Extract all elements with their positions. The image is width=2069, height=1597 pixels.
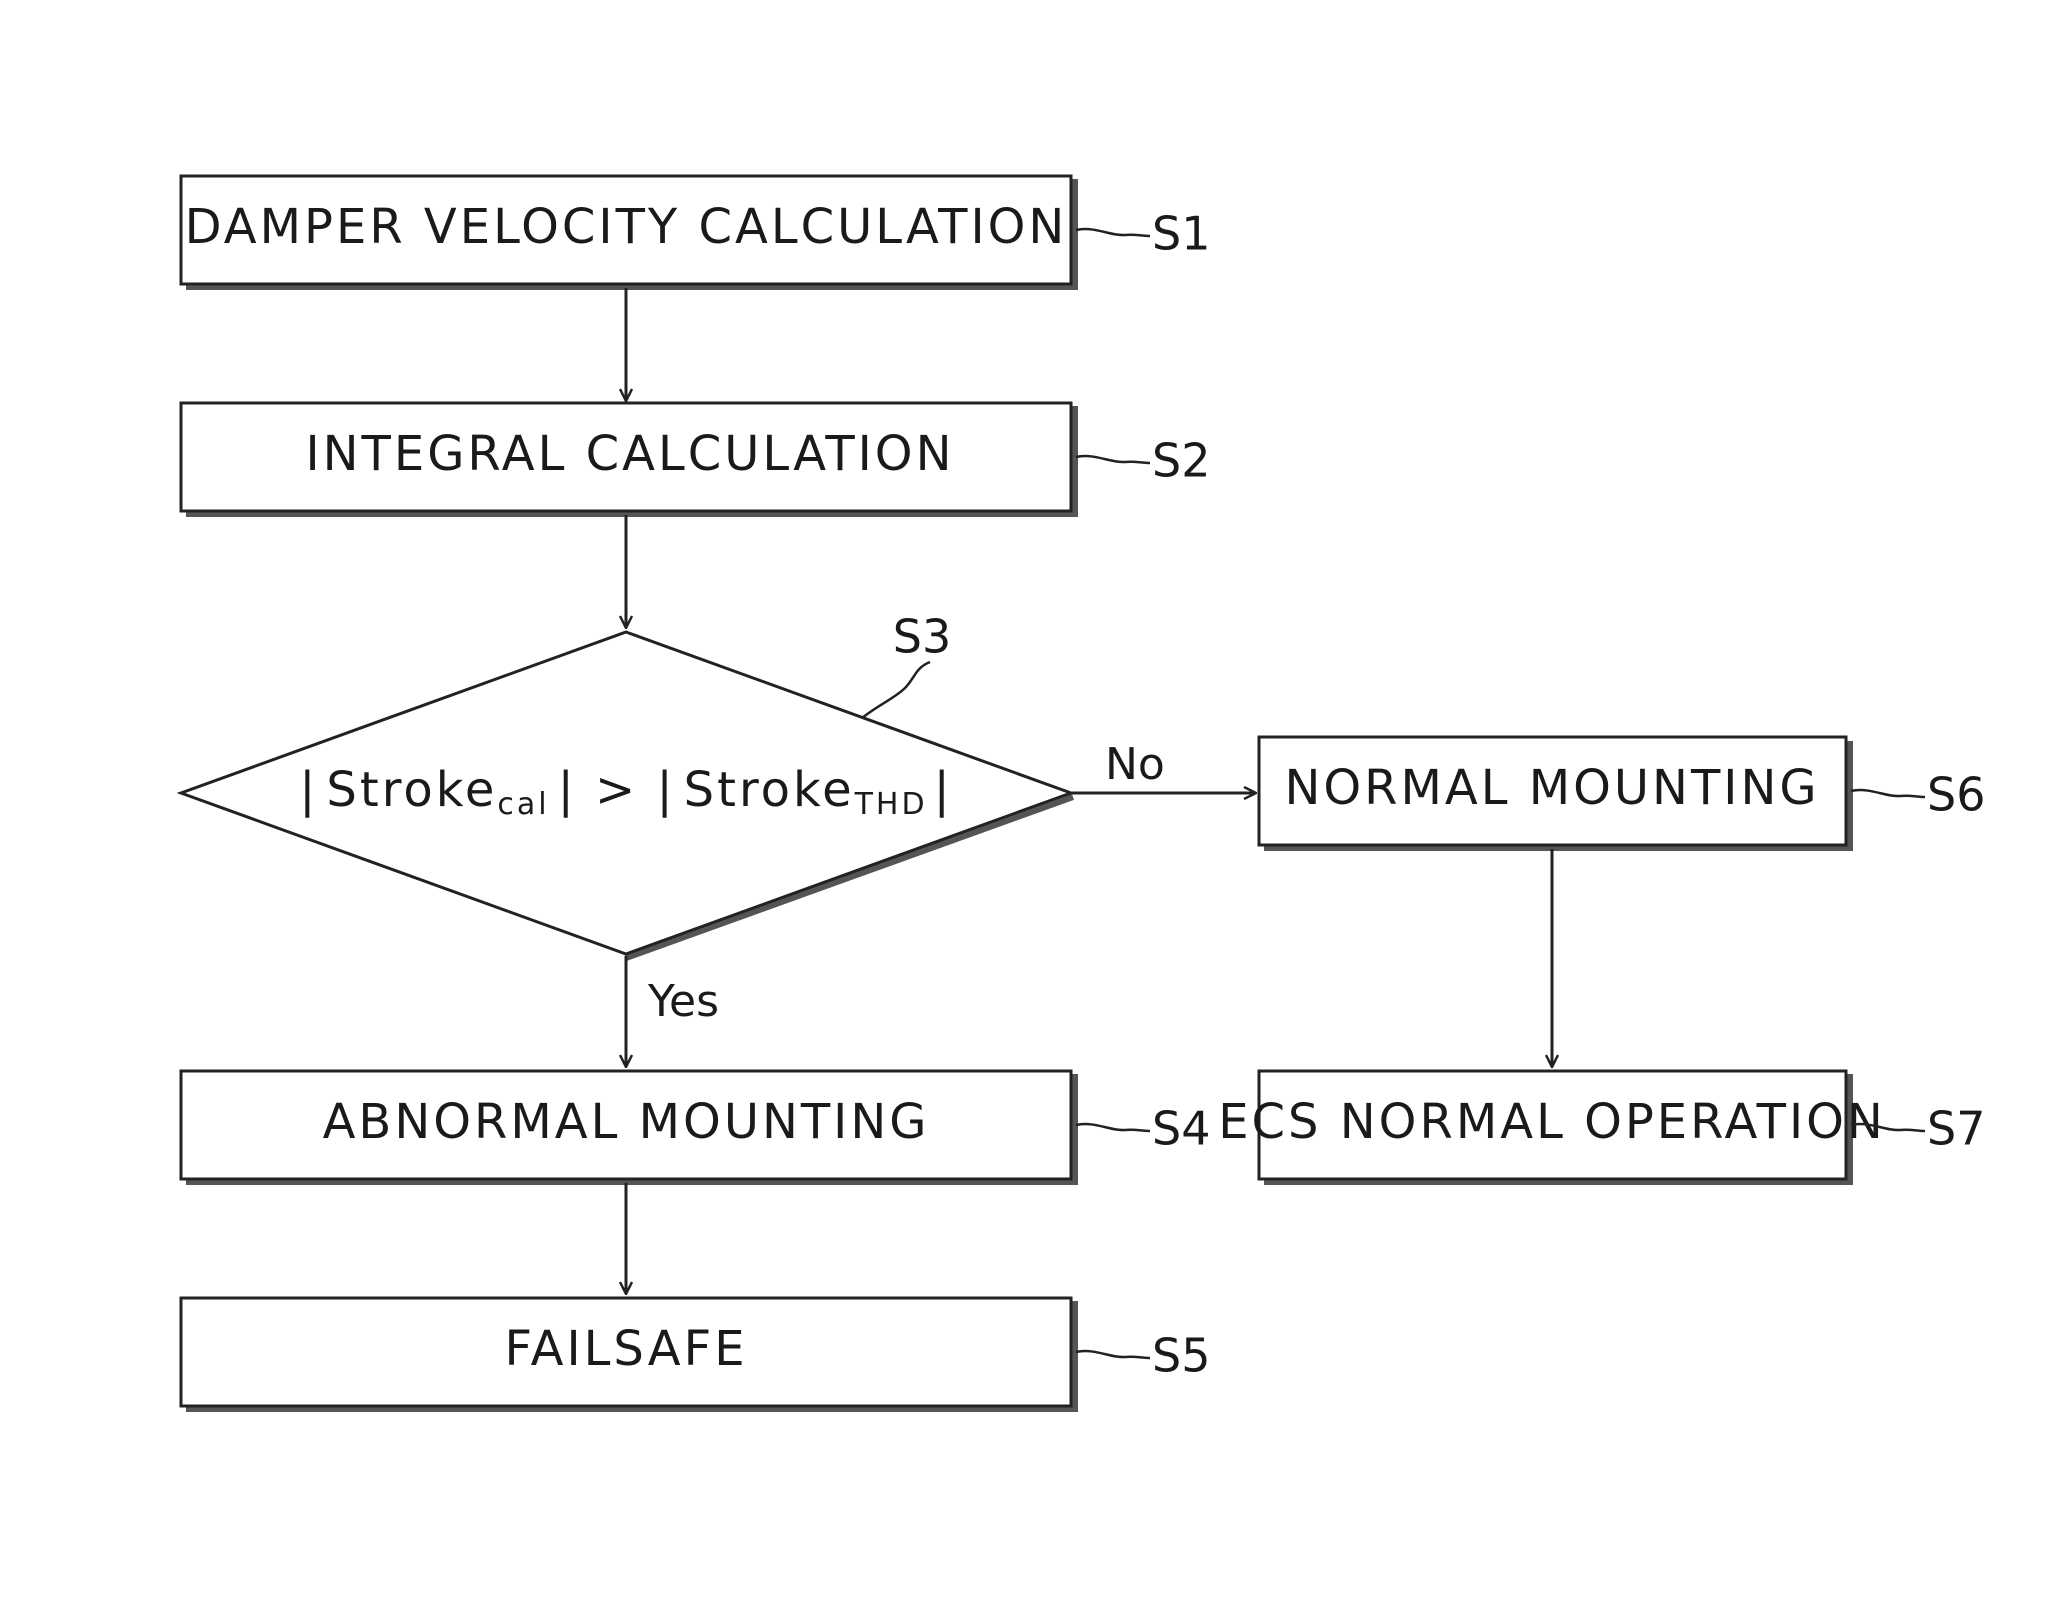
- step-s7-id: S7: [1927, 1102, 1985, 1156]
- step-s5-label: FAILSAFE: [504, 1321, 747, 1377]
- step-s6-box: NORMAL MOUNTING: [1259, 737, 1850, 848]
- step-s5-id: S5: [1152, 1329, 1210, 1383]
- condition-right-sub: THD: [854, 787, 928, 822]
- step-s2-box: INTEGRAL CALCULATION: [181, 403, 1075, 514]
- branch-no-label: No: [1105, 739, 1165, 790]
- step-s5-tag: S5: [1076, 1329, 1210, 1383]
- step-s7-label: ECS NORMAL OPERATION: [1218, 1094, 1886, 1150]
- step-s6-label: NORMAL MOUNTING: [1284, 760, 1819, 816]
- step-s7-box: ECS NORMAL OPERATION: [1218, 1071, 1886, 1182]
- step-s6-id: S6: [1927, 768, 1985, 822]
- condition-left-sub: cal: [497, 787, 549, 822]
- step-s3-id: S3: [893, 610, 951, 664]
- step-s3-decision: |Strokecal| > |StrokeTHD|: [181, 632, 1073, 958]
- step-s2-id: S2: [1152, 434, 1210, 488]
- step-s4-label: ABNORMAL MOUNTING: [323, 1094, 930, 1150]
- step-s4-id: S4: [1152, 1102, 1210, 1156]
- step-s1-label: DAMPER VELOCITY CALCULATION: [185, 199, 1068, 255]
- step-s1-tag: S1: [1076, 207, 1210, 261]
- condition-right-bar: |: [934, 762, 953, 818]
- condition-operator: | > |: [558, 762, 676, 818]
- step-s1-id: S1: [1152, 207, 1210, 261]
- condition-right-base: Stroke: [684, 762, 855, 818]
- step-s2-label: INTEGRAL CALCULATION: [305, 426, 954, 482]
- step-s5-box: FAILSAFE: [181, 1298, 1075, 1409]
- step-s6-tag: S6: [1851, 768, 1985, 822]
- condition-left-bar: |: [299, 762, 318, 818]
- condition-left-base: Stroke: [326, 762, 497, 818]
- step-s1-box: DAMPER VELOCITY CALCULATION: [181, 176, 1075, 287]
- step-s3-tag: S3: [862, 610, 951, 719]
- step-s2-tag: S2: [1076, 434, 1210, 488]
- step-s4-box: ABNORMAL MOUNTING: [181, 1071, 1075, 1182]
- branch-yes-label: Yes: [647, 976, 719, 1027]
- step-s4-tag: S4: [1076, 1102, 1210, 1156]
